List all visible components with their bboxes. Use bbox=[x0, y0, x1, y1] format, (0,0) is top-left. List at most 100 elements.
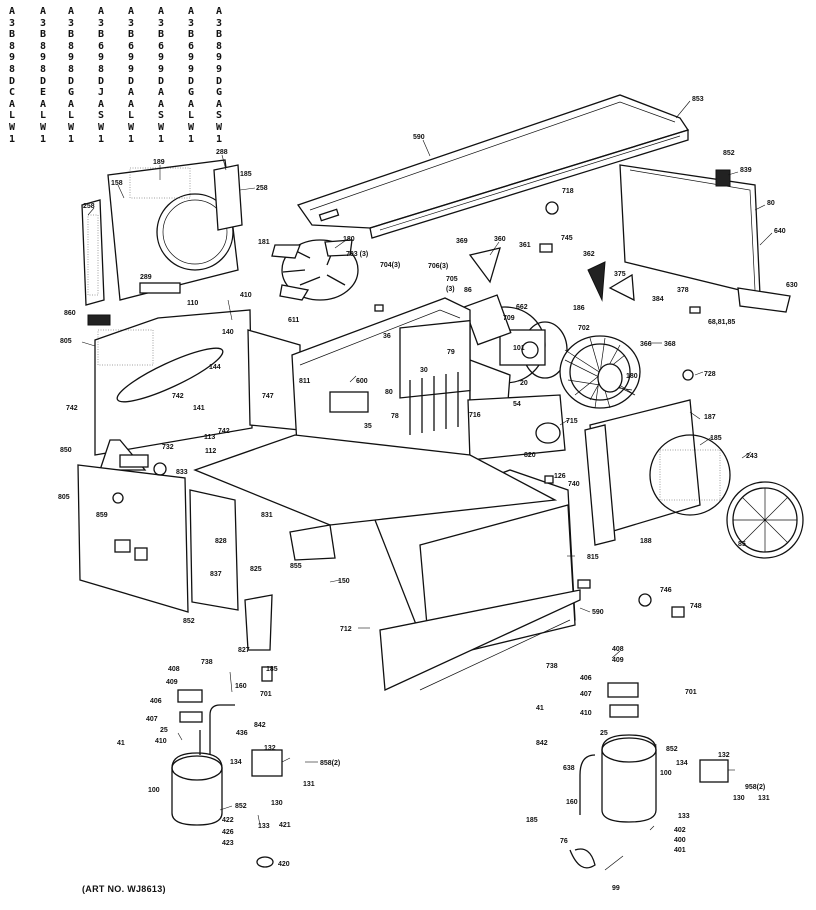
model-char: S bbox=[157, 110, 165, 122]
label-41: 41 bbox=[117, 740, 125, 747]
label-738b: 738 bbox=[546, 663, 558, 670]
label-825: 825 bbox=[250, 566, 262, 573]
label-134b: 134 bbox=[676, 760, 688, 767]
label-185: 185 bbox=[240, 171, 252, 178]
model-char: 9 bbox=[127, 63, 135, 75]
model-char: 9 bbox=[67, 52, 75, 64]
label-186: 186 bbox=[573, 305, 585, 312]
label-702: 702 bbox=[578, 325, 590, 332]
label-410a: 410 bbox=[155, 738, 167, 745]
label-426: 426 bbox=[222, 829, 234, 836]
model-char: A bbox=[187, 6, 195, 17]
label-360: 360 bbox=[494, 236, 506, 243]
label-436: 436 bbox=[236, 730, 248, 737]
model-char: A bbox=[187, 98, 195, 110]
label-704: 704(3) bbox=[380, 262, 400, 269]
model-char: 8 bbox=[97, 63, 105, 75]
label-101: 101 bbox=[513, 345, 525, 352]
compressor-right-100 bbox=[569, 682, 729, 871]
model-char: 8 bbox=[215, 40, 223, 52]
label-590b: 590 bbox=[592, 609, 604, 616]
label-41b: 41 bbox=[536, 705, 544, 712]
model-char: 8 bbox=[39, 40, 47, 52]
label-742b: 742 bbox=[172, 393, 184, 400]
top-cover-590 bbox=[296, 94, 690, 239]
label-133b: 133 bbox=[678, 813, 690, 820]
label-716: 716 bbox=[469, 412, 481, 419]
label-811: 811 bbox=[299, 378, 310, 385]
model-char: 6 bbox=[97, 40, 105, 52]
model-char: W bbox=[8, 121, 16, 133]
label-853: 853 bbox=[692, 96, 704, 103]
label-131: 131 bbox=[303, 781, 315, 788]
label-805: 805 bbox=[60, 338, 72, 345]
label-366: 366 bbox=[640, 341, 652, 348]
model-char: B bbox=[187, 29, 195, 41]
model-char: 9 bbox=[127, 52, 135, 64]
label-76: 76 bbox=[560, 838, 568, 845]
label-850: 850 bbox=[60, 447, 72, 454]
label-837: 837 bbox=[210, 571, 222, 578]
model-char: 1 bbox=[127, 133, 135, 145]
model-char: A bbox=[8, 6, 16, 17]
model-char: 6 bbox=[187, 40, 195, 52]
label-860: 860 bbox=[64, 310, 76, 317]
model-char: 1 bbox=[97, 133, 105, 145]
label-742c: 742 bbox=[218, 428, 230, 435]
model-char: A bbox=[127, 98, 135, 110]
label-718: 718 bbox=[562, 188, 574, 195]
label-740: 740 bbox=[568, 481, 580, 488]
blower-wheel-180 bbox=[559, 335, 641, 409]
model-char: 9 bbox=[97, 52, 105, 64]
model-char: 1 bbox=[187, 133, 195, 145]
label-703: 703 (3) bbox=[346, 251, 368, 258]
art-number: (ART NO. WJ8613) bbox=[82, 884, 166, 894]
model-char: W bbox=[157, 121, 165, 133]
model-char: 3 bbox=[127, 17, 135, 29]
label-630: 630 bbox=[786, 282, 798, 289]
condenser-815 bbox=[374, 469, 581, 691]
label-701b: 701 bbox=[685, 689, 697, 696]
label-54: 54 bbox=[513, 401, 521, 408]
label-100b: 100 bbox=[660, 770, 672, 777]
label-701: 701 bbox=[260, 691, 272, 698]
label-742: 742 bbox=[66, 405, 78, 412]
label-20: 20 bbox=[520, 380, 528, 387]
label-258: 258 bbox=[256, 185, 268, 192]
model-char: 3 bbox=[67, 17, 75, 29]
model-char: A bbox=[97, 98, 105, 110]
label-35: 35 bbox=[364, 423, 372, 430]
model-char: E bbox=[39, 87, 47, 99]
model-char: 9 bbox=[187, 52, 195, 64]
model-char: B bbox=[67, 29, 75, 41]
model-char: J bbox=[97, 87, 105, 99]
rear-panel-80 bbox=[619, 164, 791, 313]
label-160b: 160 bbox=[566, 799, 578, 806]
bulkhead-110 bbox=[94, 309, 301, 456]
label-126: 126 bbox=[554, 473, 566, 480]
model-char: 3 bbox=[39, 17, 47, 29]
label-409: 409 bbox=[166, 679, 178, 686]
label-36: 36 bbox=[383, 333, 391, 340]
model-char: D bbox=[97, 75, 105, 87]
label-706: 706(3) bbox=[428, 263, 448, 270]
label-110: 110 bbox=[187, 300, 198, 307]
model-char: 9 bbox=[215, 52, 223, 64]
misc-small-parts bbox=[119, 201, 701, 618]
label-590: 590 bbox=[413, 134, 425, 141]
label-831: 831 bbox=[261, 512, 273, 519]
model-char: L bbox=[187, 110, 195, 122]
model-char: 1 bbox=[39, 133, 47, 145]
model-char: 1 bbox=[8, 133, 16, 145]
fan-85 bbox=[726, 481, 804, 559]
label-188: 188 bbox=[640, 538, 652, 545]
model-char: A bbox=[215, 98, 223, 110]
model-char: D bbox=[127, 75, 135, 87]
side-panel-805 bbox=[77, 464, 189, 613]
label-362: 362 bbox=[583, 251, 595, 258]
label-375: 375 bbox=[614, 271, 626, 278]
label-852c: 852 bbox=[235, 803, 247, 810]
